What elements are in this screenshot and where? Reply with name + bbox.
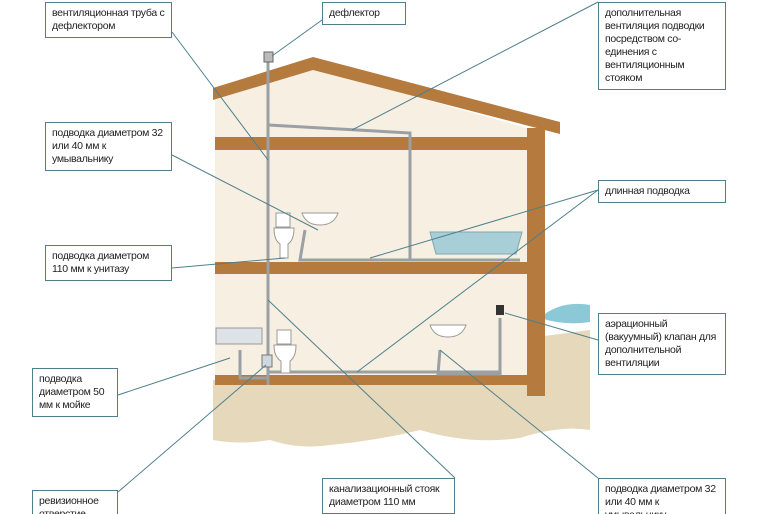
label-sink-branch: подводка диаметром 50 мм к мойке [32,368,118,417]
upper-floor-slab [215,262,545,274]
label-extra-vent: дополнительная вентиляция подводки посре… [598,2,726,90]
ceiling-beam [215,137,545,150]
pipes [238,62,520,385]
label-air-valve: аэрационный (вакуумный) клапан для допол… [598,313,726,375]
toilet-upper-icon [273,212,295,259]
label-washbasin-lower: подводка диаметром 32 или 40 мм к умывал… [598,478,726,514]
washbasin-upper-icon [301,212,339,226]
label-washbasin-upper: подводка диаметром 32 или 40 мм к умывал… [45,122,172,171]
leader-lines [117,1,599,493]
right-wall [527,128,545,396]
cleanout-icon [261,354,273,368]
attic [215,68,527,137]
label-toilet-branch: подводка диаметром 110 мм к унитазу [45,245,172,281]
air-valve-icon [496,305,504,315]
washbasin-lower-icon [429,324,467,338]
deflector-icon [263,51,274,63]
bathtub-icon [429,231,523,255]
label-riser: канализационный стояк диаметром 110 мм [322,478,455,514]
label-cleanout: ревизионное отверстие [32,490,118,514]
lower-floor-slab [215,375,545,385]
label-vent-pipe: вентиляционная труба с дефлектором [45,2,172,38]
label-deflector: дефлектор [322,2,406,25]
water [540,303,590,324]
label-long-branch: длинная подводка [598,180,726,203]
kitchen-sink-icon [215,327,263,345]
toilet-lower-icon [273,329,297,374]
